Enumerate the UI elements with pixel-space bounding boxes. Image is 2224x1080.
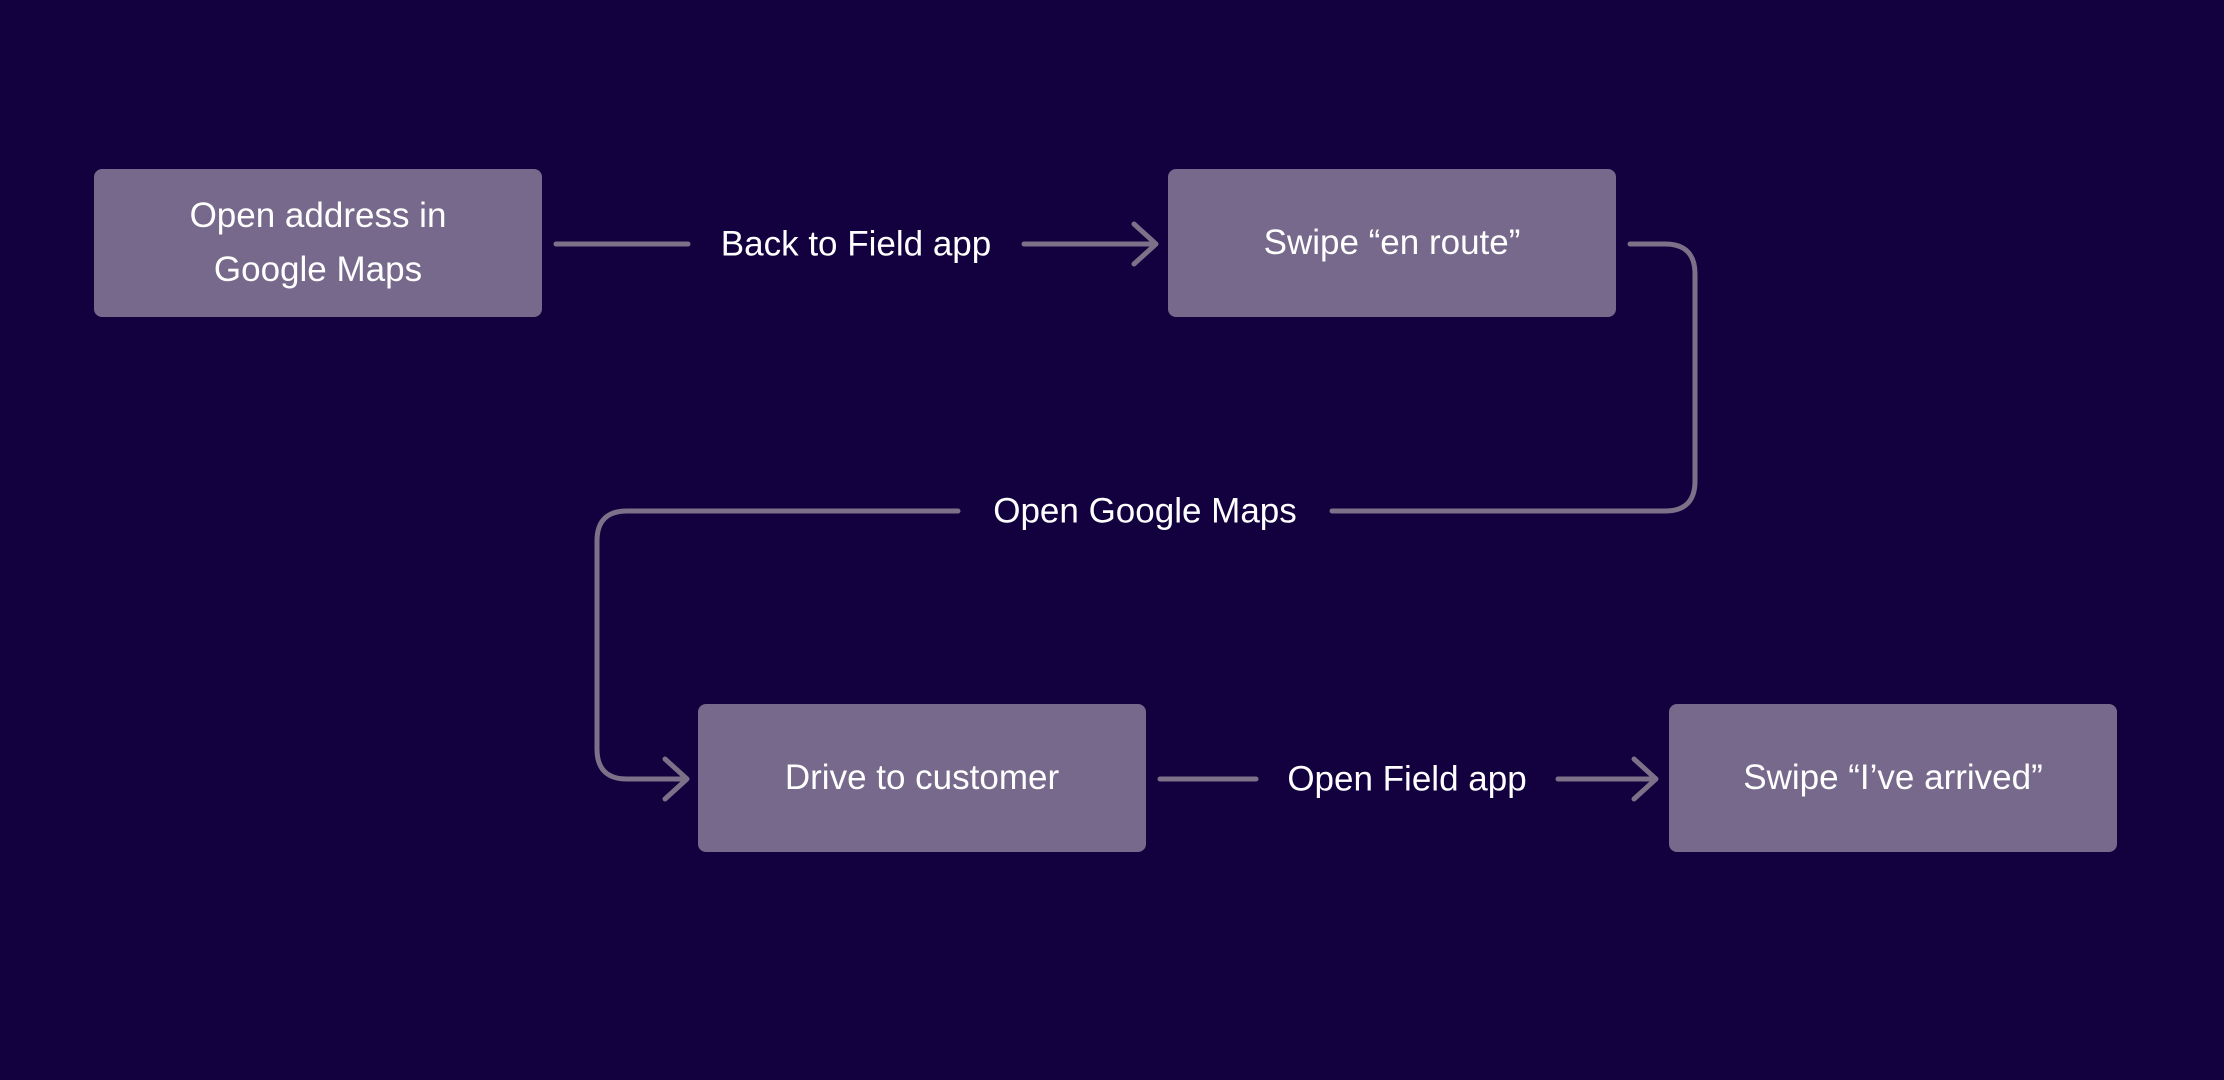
arrowhead-open-google-maps xyxy=(662,756,690,802)
node-open-address: Open address in Google Maps xyxy=(94,169,542,317)
connector-open-google-maps-right xyxy=(1329,241,1698,514)
node-swipe-arrived: Swipe “I’ve arrived” xyxy=(1669,704,2117,852)
node-swipe-en-route: Swipe “en route” xyxy=(1168,169,1616,317)
arrowhead-back-to-field-app xyxy=(1131,221,1159,267)
edge-label-open-google-maps: Open Google Maps xyxy=(993,491,1297,531)
node-drive-to-customer: Drive to customer xyxy=(698,704,1146,852)
arrowhead-open-field-app xyxy=(1631,756,1659,802)
edge-label-back-to-field-app: Back to Field app xyxy=(720,224,992,264)
edge-label-open-field-app: Open Field app xyxy=(1287,759,1527,799)
connector-open-google-maps-left xyxy=(594,508,961,782)
